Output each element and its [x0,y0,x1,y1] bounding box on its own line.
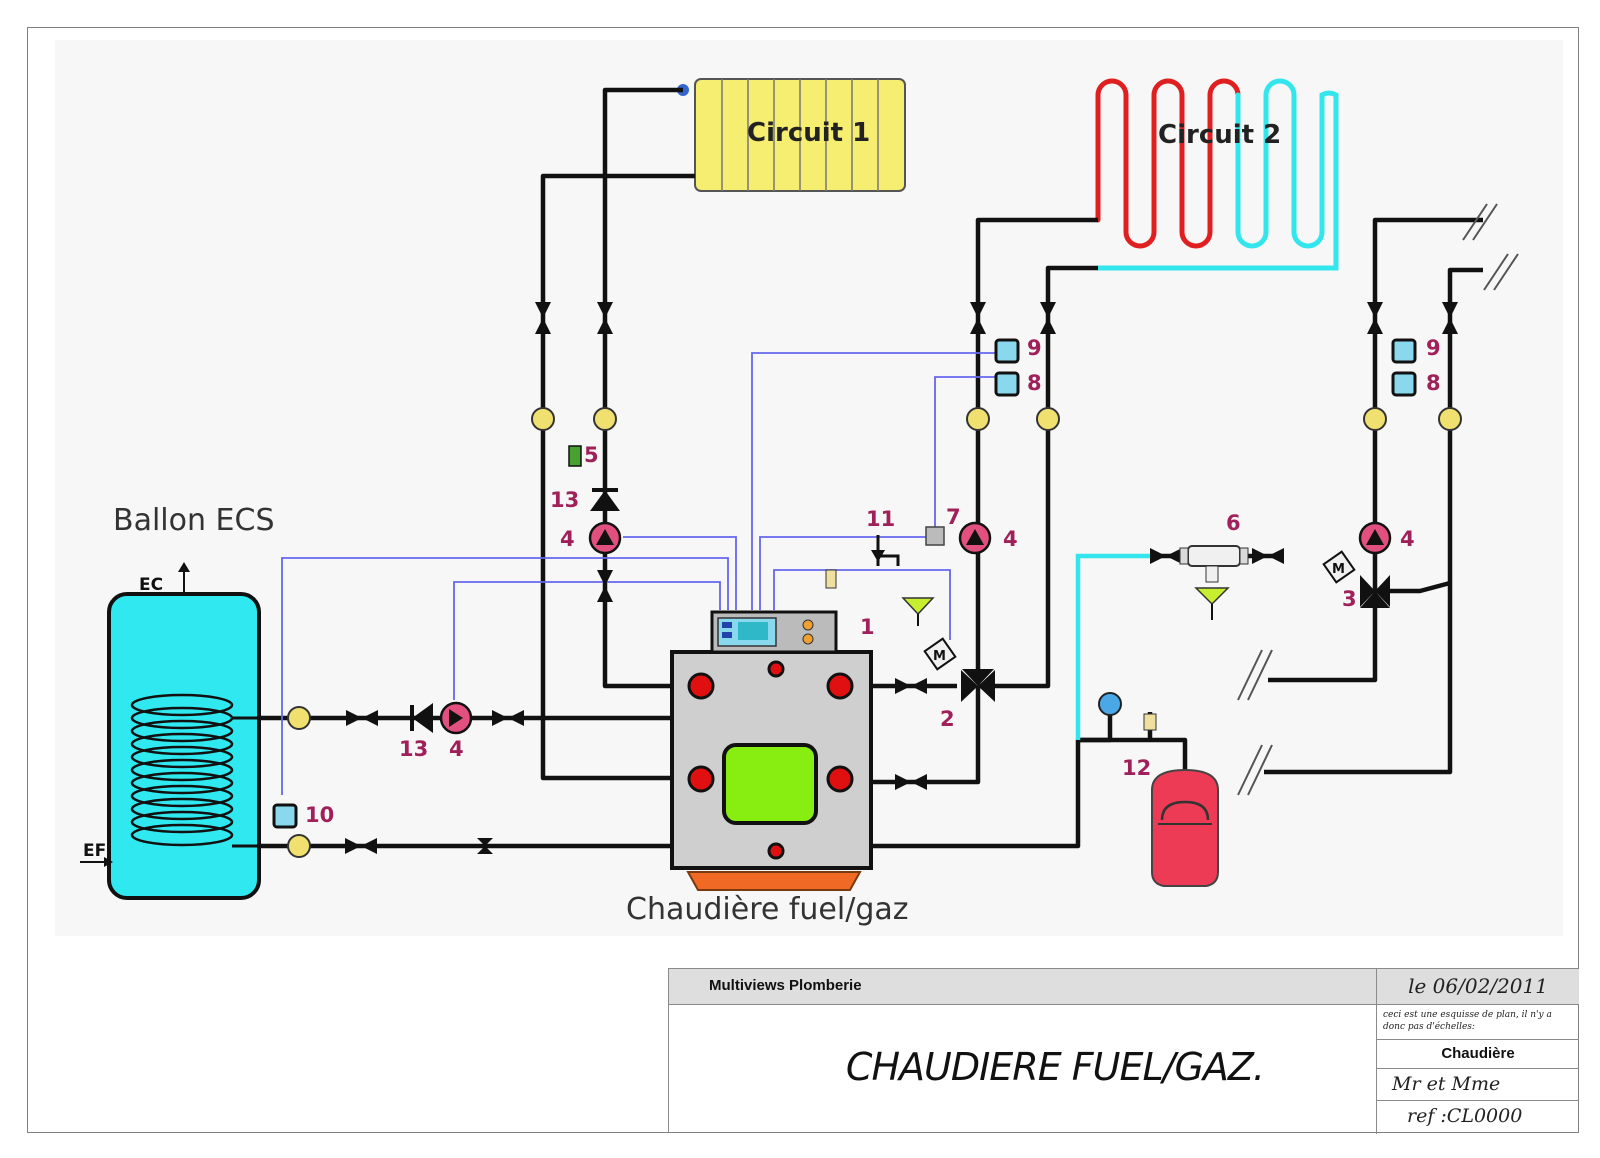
tank-label: Ballon ECS [113,503,274,538]
client-name: Mr et Mme [1377,1069,1579,1101]
radiator-circuit-1 [677,78,906,192]
drawing-label: Chaudière [1377,1039,1579,1069]
hot-water-tank [80,562,261,900]
marker-8-circuit3: 8 [1426,371,1441,395]
marker-10: 10 [305,803,334,827]
circuit-2-floor-loops [1095,78,1339,271]
marker-8-circuit2: 8 [1027,371,1042,395]
circuit-2-label: Circuit 2 [1158,120,1281,150]
control-wires [281,352,1003,795]
pipe-break-marks [1237,203,1519,796]
marker-13-ecs: 13 [399,737,428,761]
valves [345,302,1458,854]
ef-label: EF [83,841,106,861]
sensors [272,338,1417,829]
marker-3: 3 [1342,587,1357,611]
title-block: Multiviews Plomberie le 06/02/2011 CHAUD… [668,968,1579,1134]
motor-label: M [933,649,946,664]
mixing-valves [961,575,1390,702]
component-7 [925,526,945,546]
boiler [670,610,873,891]
marker-2: 2 [940,707,955,731]
aquastat-5 [568,445,582,467]
marker-5: 5 [584,443,599,467]
expansion-vessel [1098,692,1219,887]
marker-4-circuit3: 4 [1400,527,1415,551]
filter-6 [1179,545,1249,620]
thermometers [287,407,1462,858]
marker-6: 6 [1226,511,1241,535]
drawing-date: le 06/02/2011 [1377,969,1579,1005]
safety-group [825,535,935,626]
company-name: Multiviews Plomberie [669,969,1377,1005]
circuit-1-label: Circuit 1 [747,118,870,148]
marker-12: 12 [1122,756,1151,780]
marker-1: 1 [860,615,875,639]
motor-label-2: M [1332,562,1345,577]
marker-9-circuit2: 9 [1027,336,1042,360]
drawing-frame [27,27,1579,1133]
reference: ref :CL0000 [1407,1105,1523,1127]
motor-actuators: M M [923,550,1356,671]
boiler-label: Chaudière fuel/gaz [626,892,909,927]
check-valves [410,488,620,733]
scale-note: ceci est une esquisse de plan, il n'y a … [1383,1010,1552,1032]
marker-13-circuit1: 13 [550,488,579,512]
marker-7: 7 [946,505,961,529]
marker-4-ecs: 4 [449,737,464,761]
marker-9-circuit3: 9 [1426,336,1441,360]
marker-11: 11 [866,507,895,531]
circulator-pumps [439,521,1392,735]
marker-4-circuit2: 4 [1003,527,1018,551]
marker-4-circuit1: 4 [560,527,575,551]
ec-label: EC [139,575,163,595]
cold-water-inlet [1075,553,1152,740]
drawing-title: CHAUDIERE FUEL/GAZ. [669,1005,1377,1134]
